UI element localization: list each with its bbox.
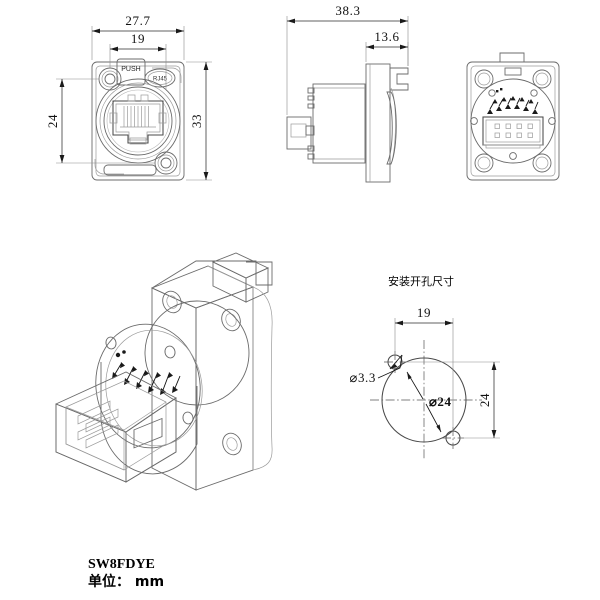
part-number-label: SW8FDYE (88, 557, 155, 572)
rear-alignment-holes (470, 89, 556, 160)
push-tab-group: PUSH (116, 58, 146, 86)
iso-pin-header (55, 371, 177, 483)
dim-label-27-7: 27.7 (125, 13, 150, 28)
iso-pin-tails (112, 350, 181, 395)
cutout-section-title: 安装开孔尺寸 (388, 274, 454, 288)
rj45-contact-teeth (120, 106, 156, 128)
dim-front-height-outer: 33 (186, 61, 212, 181)
dim-side-flange-depth: 13.6 (365, 29, 409, 66)
front-flange-outline (91, 61, 185, 181)
cutout-screw-hole-leader: ⌀3.3 (350, 354, 403, 385)
rear-solder-tail-marks (487, 88, 539, 114)
dim-cutout-spacing-h: 19 (394, 305, 454, 431)
dim-label-38-3: 38.3 (335, 3, 360, 18)
iso-flange-plate (150, 252, 273, 491)
cutout-bore-leader: ⌀24 (406, 371, 452, 433)
dim-side-total-depth: 38.3 (286, 3, 409, 115)
dim-label-19: 19 (131, 31, 145, 46)
dim-label-cutout-24: 24 (477, 393, 492, 407)
dim-front-width-inner: 19 (109, 31, 167, 90)
dim-label-24: 24 (45, 114, 60, 128)
dim-label-screw-dia: ⌀3.3 (350, 370, 376, 385)
iso-mounting-bosses (162, 290, 242, 456)
dim-front-width-outer: 27.7 (91, 13, 185, 60)
dim-front-height-inner: 24 (45, 78, 155, 164)
front-view-group: PUSH RJ45 (45, 13, 212, 181)
dim-label-13-6: 13.6 (374, 29, 399, 44)
rj45-badge-group: RJ45 (144, 68, 176, 88)
dim-label-cutout-19: 19 (417, 305, 431, 320)
dim-label-33: 33 (189, 114, 204, 128)
panel-cutout-group: ⌀3.3 ⌀24 19 (350, 274, 500, 460)
rj45-jack-cavity (109, 94, 167, 145)
units-label: 单位： mm (88, 573, 164, 590)
push-label: PUSH (121, 66, 140, 73)
side-rear-pin-block (286, 116, 315, 150)
dim-label-bore-dia: ⌀24 (429, 394, 452, 409)
iso-witness-marks (105, 336, 194, 425)
rear-pin-contacts (494, 123, 533, 138)
rear-flange-outline (466, 61, 560, 181)
title-block: SW8FDYE 单位： mm (88, 557, 164, 590)
rj45-label: RJ45 (153, 77, 168, 83)
isometric-view-group (55, 252, 273, 491)
side-flange-plate (365, 63, 391, 183)
rear-pin-header (482, 116, 544, 149)
front-flange-lobes (94, 67, 182, 175)
rj45-badge-outline (144, 68, 176, 88)
rear-barrel-circle (470, 78, 556, 164)
rear-key-slot (504, 67, 522, 76)
push-tab-outline[interactable] (116, 58, 146, 86)
iso-pin-blades (77, 400, 119, 449)
rear-top-tab (499, 52, 525, 62)
rear-view-group (466, 52, 560, 181)
side-view-group: 38.3 13.6 (286, 3, 409, 183)
side-latch-hook (386, 67, 409, 165)
side-barrel-body (307, 83, 366, 164)
front-bottom-slot (103, 164, 157, 176)
dim-cutout-spacing-v: 24 (402, 361, 500, 439)
rear-mounting-holes (474, 69, 552, 173)
